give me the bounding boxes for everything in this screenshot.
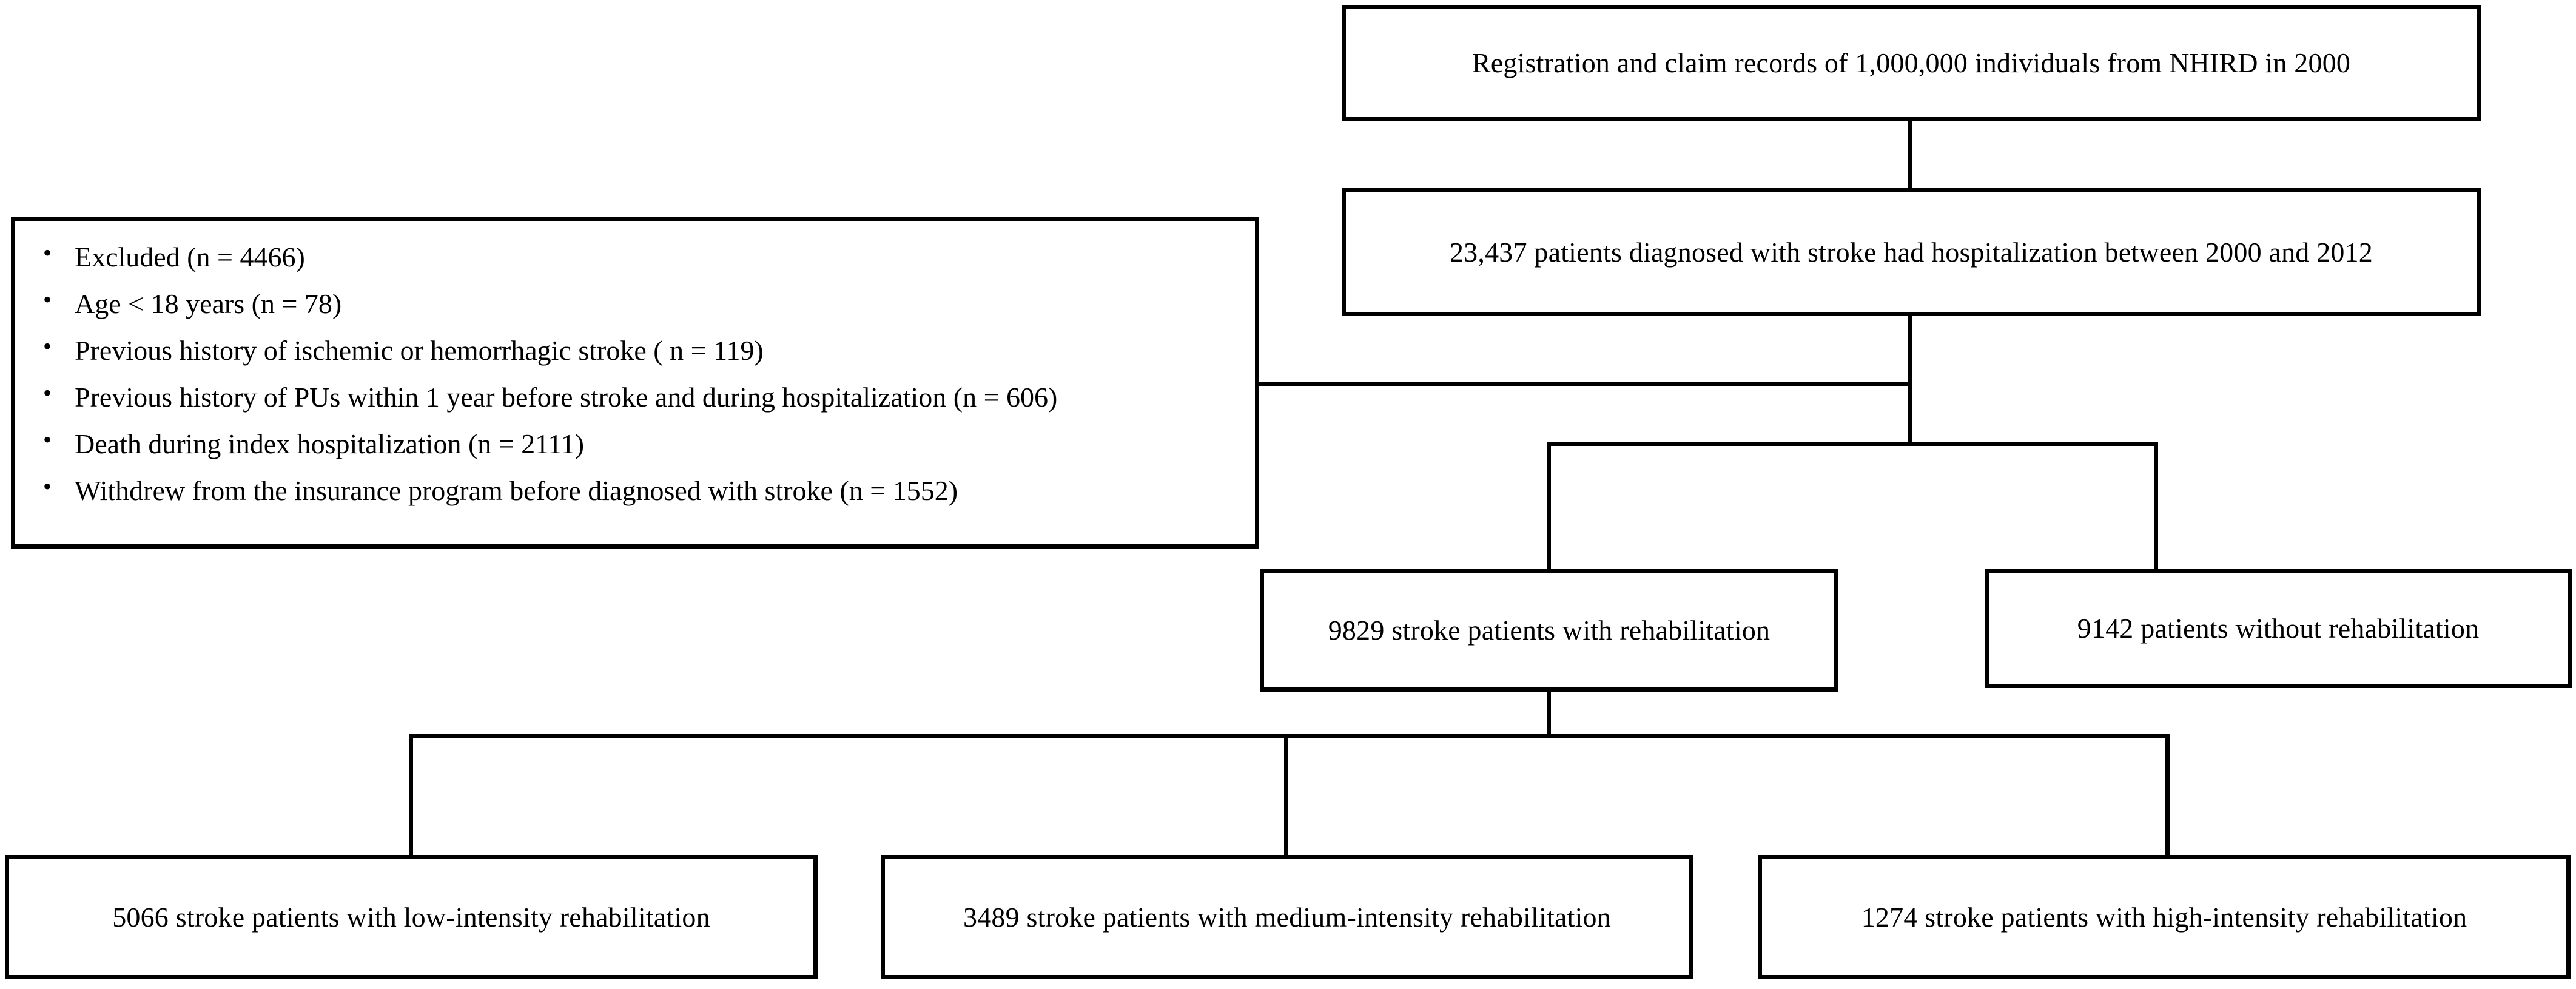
node-source-records-label: Registration and claim records of 1,000,…	[1471, 47, 2351, 79]
node-source-records[interactable]: Registration and claim records of 1,000,…	[1342, 5, 2481, 121]
connector-down-low-intensity	[409, 734, 413, 857]
node-high-intensity[interactable]: 1274 stroke patients with high-intensity…	[1758, 855, 2571, 979]
connector-with-rehab-stem	[1547, 690, 1551, 738]
connector-down-high-intensity	[2165, 734, 2170, 857]
node-stroke-cohort[interactable]: 23,437 patients diagnosed with stroke ha…	[1342, 188, 2481, 316]
list-item: Previous history of ischemic or hemorrha…	[39, 334, 1255, 365]
node-with-rehabilitation-label: 9829 stroke patients with rehabilitation	[1328, 614, 1771, 646]
list-item: Excluded (n = 4466)	[39, 241, 1255, 271]
node-low-intensity[interactable]: 5066 stroke patients with low-intensity …	[5, 855, 818, 979]
connector-down-with-rehab	[1547, 442, 1551, 570]
connector-exclusion-horizontal	[1257, 382, 1912, 386]
connector-source-to-cohort	[1908, 120, 1912, 189]
list-item: Previous history of PUs within 1 year be…	[39, 381, 1255, 411]
exclusion-list: Excluded (n = 4466) Age < 18 years (n = …	[15, 221, 1255, 505]
node-exclusions[interactable]: Excluded (n = 4466) Age < 18 years (n = …	[11, 217, 1259, 549]
connector-cohort-trunk	[1908, 314, 1912, 445]
node-medium-intensity-label: 3489 stroke patients with medium-intensi…	[963, 901, 1611, 933]
node-high-intensity-label: 1274 stroke patients with high-intensity…	[1861, 901, 2467, 933]
node-without-rehabilitation-label: 9142 patients without rehabilitation	[2077, 612, 2480, 644]
node-without-rehabilitation[interactable]: 9142 patients without rehabilitation	[1985, 569, 2572, 688]
list-item: Withdrew from the insurance program befo…	[39, 474, 1255, 505]
connector-split-bar-rehab	[1547, 442, 2158, 446]
list-item: Age < 18 years (n = 78)	[39, 288, 1255, 318]
node-stroke-cohort-label: 23,437 patients diagnosed with stroke ha…	[1449, 236, 2373, 268]
list-item: Death during index hospitalization (n = …	[39, 428, 1255, 458]
connector-down-without-rehab	[2154, 442, 2158, 570]
node-medium-intensity[interactable]: 3489 stroke patients with medium-intensi…	[881, 855, 1693, 979]
node-with-rehabilitation[interactable]: 9829 stroke patients with rehabilitation	[1260, 569, 1838, 692]
connector-split-bar-intensity	[409, 734, 2170, 738]
connector-down-medium-intensity	[1284, 734, 1288, 857]
node-low-intensity-label: 5066 stroke patients with low-intensity …	[112, 901, 710, 933]
